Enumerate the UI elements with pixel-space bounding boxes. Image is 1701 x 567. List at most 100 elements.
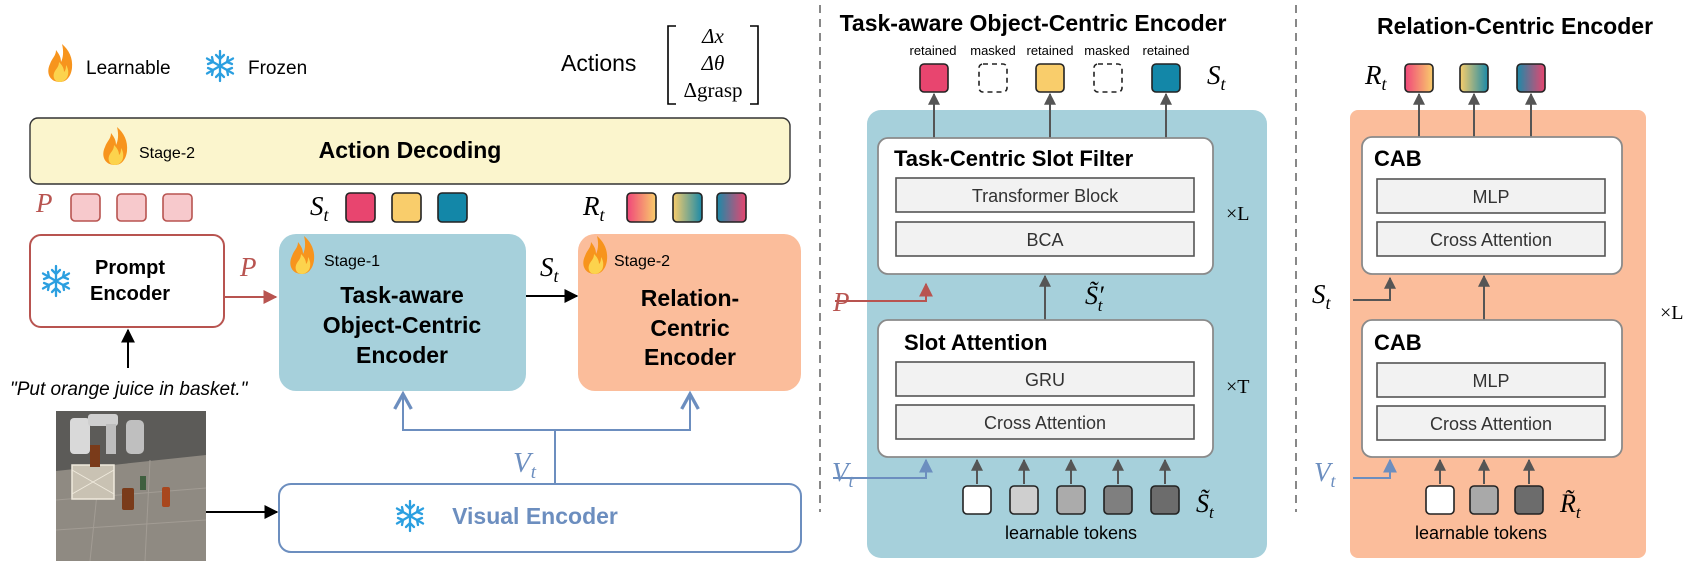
actions-label: Actions <box>561 50 636 76</box>
slot-status-label: retained <box>1027 43 1074 58</box>
learnable-token <box>962 485 992 515</box>
relation-repeat-label: ×L <box>1660 302 1684 324</box>
learnable-token <box>1425 485 1455 515</box>
slot-status-label: masked <box>1084 43 1130 58</box>
relation-learnable-tokens-label: learnable tokens <box>1415 523 1547 543</box>
relation-encoder-line3: Encoder <box>644 344 736 370</box>
bca-block-label: BCA <box>1026 230 1063 250</box>
object-centric-encoder-box <box>279 234 526 391</box>
prompt-encoder-line1: Prompt <box>95 257 165 279</box>
middle-visual-symbol: Vt <box>832 457 855 491</box>
intermediate-slot-symbol: S̃′t <box>1085 281 1104 315</box>
cross-attention-block <box>1376 221 1606 257</box>
slot-attention-title: Slot Attention <box>904 330 1047 355</box>
relation-output-token-2 <box>1459 63 1489 93</box>
action-delta-theta: Δθ <box>701 51 725 75</box>
slot-status-label: retained <box>1143 43 1190 58</box>
slot-token-blue <box>437 192 468 223</box>
legend-frozen: Frozen <box>248 58 307 79</box>
visual-into-slot-attention-arrow <box>833 458 933 479</box>
filter-repeat-label: ×L <box>1226 203 1250 225</box>
learnable-token <box>1469 485 1499 515</box>
slot-symbol: St <box>310 191 330 225</box>
bca-block <box>895 221 1195 257</box>
learnable-token <box>1103 485 1133 515</box>
prompt-token <box>70 193 101 222</box>
learnable-tokens-label: learnable tokens <box>1005 523 1137 543</box>
instruction-text: "Put orange juice in basket." <box>10 379 249 400</box>
visual-into-cab-arrow <box>1353 458 1397 479</box>
robot-scene-image <box>55 411 207 562</box>
action-delta-grasp: Δgrasp <box>684 78 743 102</box>
legend-learnable: Learnable <box>86 58 171 79</box>
relation-encoder-line2: Centric <box>650 315 729 341</box>
learnable-token <box>1056 485 1086 515</box>
cross-attention-block <box>1376 405 1606 441</box>
retained-slot-pink <box>919 63 949 93</box>
relation-output-symbol: Rt <box>1364 60 1388 94</box>
slot-into-cab-arrow <box>1353 276 1396 301</box>
filter-output-symbol: St <box>1207 60 1227 94</box>
visual-encoder-title: Visual Encoder <box>452 503 618 529</box>
right-visual-symbol: Vt <box>1314 457 1337 491</box>
relation-centric-encoder-box <box>578 234 801 391</box>
action-decoding-stage: Stage-2 <box>139 145 195 162</box>
cross-attention-block <box>895 404 1195 440</box>
right-panel-title: Relation-Centric Encoder <box>1377 13 1653 39</box>
visual-to-object-arrow <box>403 394 556 484</box>
mlp-block-label: MLP <box>1472 371 1509 391</box>
prompt-token <box>162 193 193 222</box>
prompt-token <box>116 193 147 222</box>
visual-to-relation-arrow <box>555 394 690 431</box>
gru-block-label: GRU <box>1025 370 1065 390</box>
right-slot-symbol: St <box>1312 279 1332 313</box>
object-encoder-line2: Object-Centric <box>323 312 482 338</box>
retained-slot-yellow <box>1035 63 1065 93</box>
middle-panel-title: Task-aware Object-Centric Encoder <box>840 10 1227 36</box>
action-decoding-box <box>29 117 791 185</box>
transformer-block-label: Transformer Block <box>972 186 1119 206</box>
slot-attention-repeat-label: ×T <box>1226 376 1250 398</box>
slot-status-label: masked <box>970 43 1016 58</box>
mlp-block <box>1376 362 1606 398</box>
masked-slot <box>1093 63 1123 93</box>
mlp-block-label: MLP <box>1472 187 1509 207</box>
mlp-block <box>1376 178 1606 214</box>
relation-symbol: Rt <box>582 191 606 225</box>
cross-attention-block-label: Cross Attention <box>1430 230 1552 250</box>
flame-icon <box>48 44 73 82</box>
slot-tokens-symbol: S̃t <box>1196 489 1215 522</box>
learnable-token <box>1514 485 1544 515</box>
relation-token-1 <box>626 192 657 223</box>
learnable-token <box>1009 485 1039 515</box>
snowflake-icon <box>205 49 235 83</box>
object-encoder-line1: Task-aware <box>340 282 464 308</box>
object-encoder-line3: Encoder <box>356 342 448 368</box>
masked-slot <box>978 63 1008 93</box>
action-delta-x: Δx <box>701 24 724 48</box>
visual-feature-label: Vt <box>513 447 537 483</box>
relation-encoder-line1: Relation- <box>641 285 739 311</box>
actions-bracket-left <box>667 25 676 105</box>
learnable-token <box>1150 485 1180 515</box>
prompt-encoder-line2: Encoder <box>90 283 170 305</box>
prompt-into-filter-arrow <box>835 282 933 302</box>
action-decoding-title: Action Decoding <box>319 137 502 163</box>
relation-token-2 <box>672 192 703 223</box>
relation-token-3 <box>716 192 747 223</box>
cab-top-title: CAB <box>1374 146 1422 171</box>
object-encoder-stage: Stage-1 <box>324 253 380 270</box>
actions-bracket-right <box>750 25 759 105</box>
cross-attention-block-label: Cross Attention <box>1430 414 1552 434</box>
retained-slot-blue <box>1151 63 1181 93</box>
prompt-encoder-box <box>29 234 225 328</box>
relation-tokens-symbol: R̃t <box>1559 489 1582 522</box>
slot-token-pink <box>345 192 376 223</box>
prompt-arrow-label: P <box>239 252 257 282</box>
slot-filter-title: Task-Centric Slot Filter <box>894 146 1134 171</box>
relation-encoder-stage: Stage-2 <box>614 253 670 270</box>
slot-arrow-label: St <box>540 252 560 286</box>
slot-status-label: retained <box>910 43 957 58</box>
slot-token-yellow <box>391 192 422 223</box>
filter-prompt-symbol: P <box>832 287 850 317</box>
